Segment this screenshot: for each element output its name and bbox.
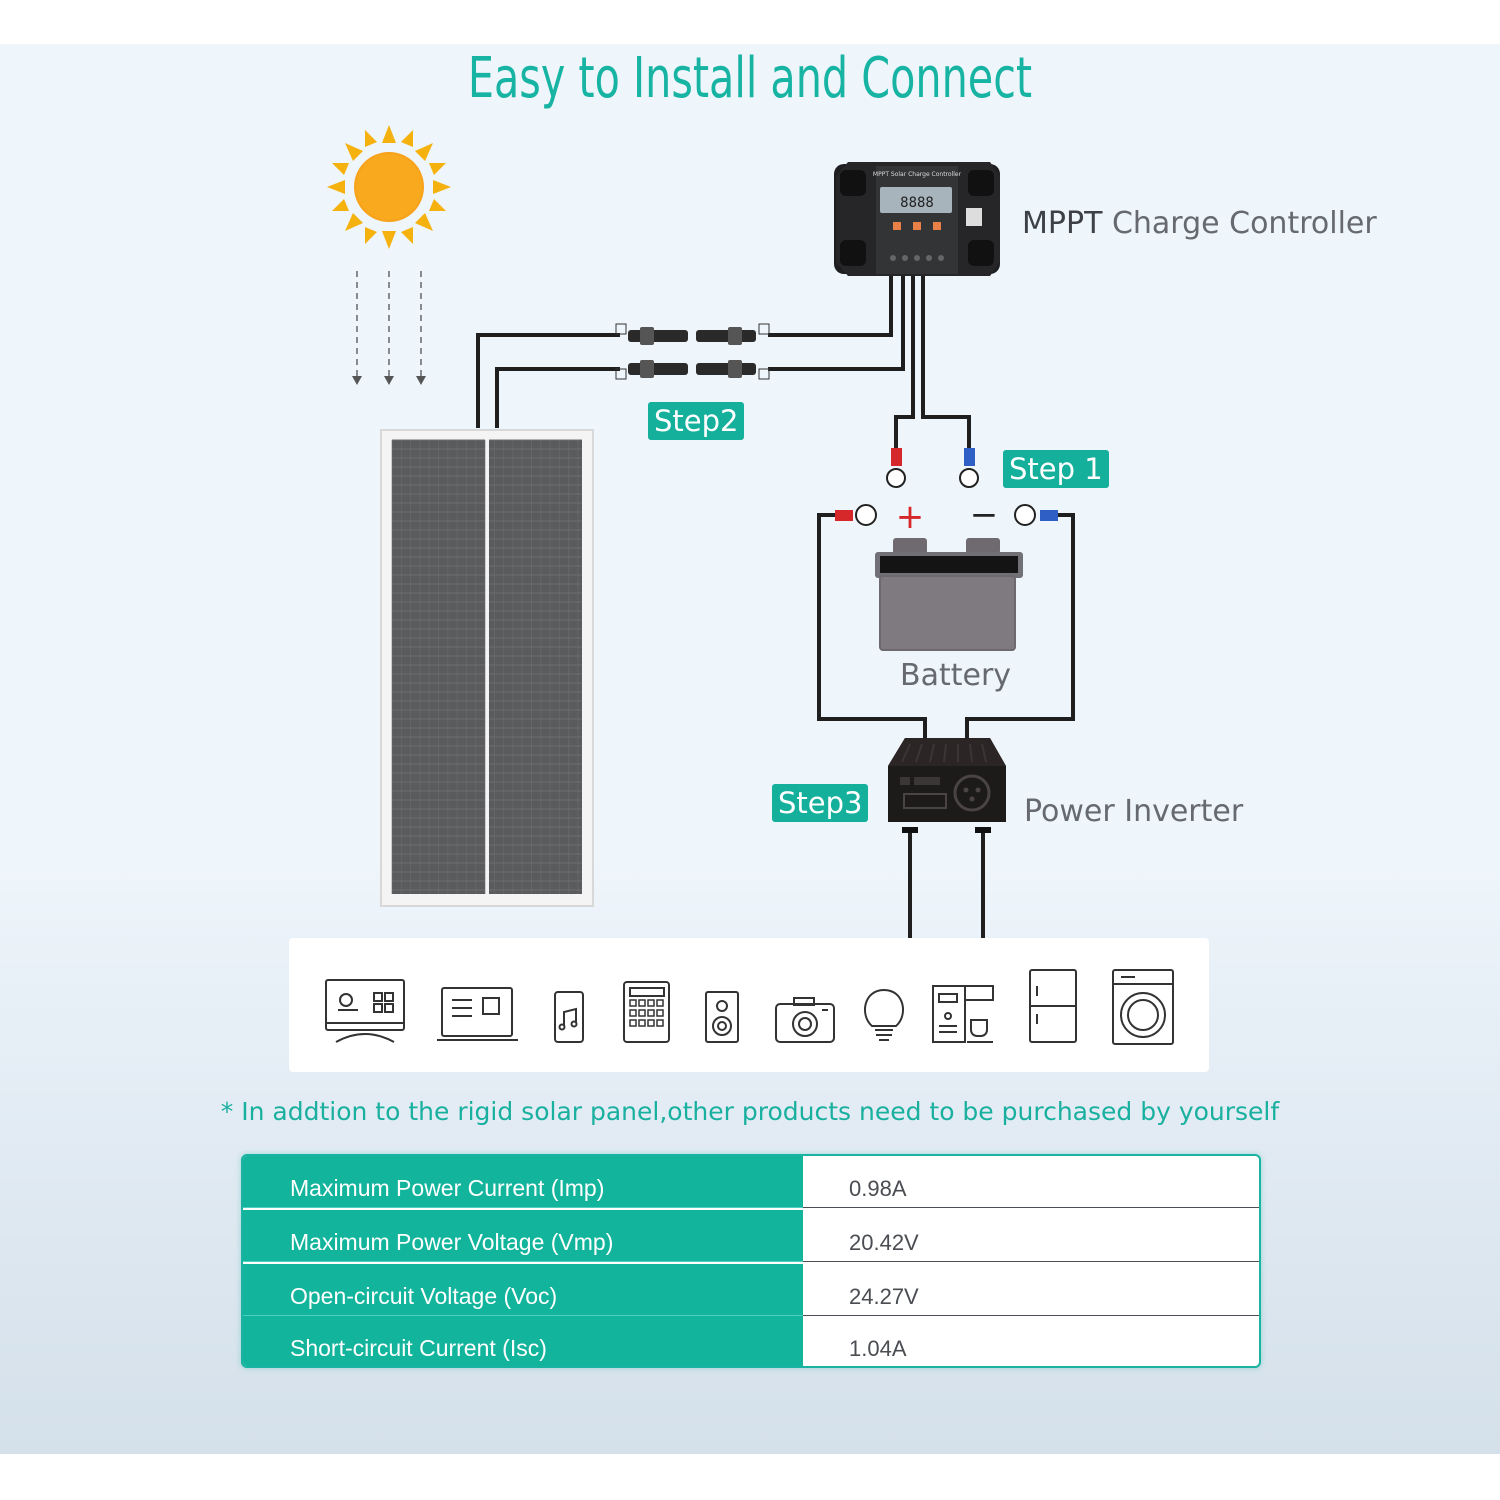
panel-wires	[476, 276, 971, 448]
coffee-machine-icon	[932, 985, 994, 1043]
controller-label: MPPT Charge Controller	[1022, 206, 1377, 241]
solar-panel	[380, 429, 594, 907]
spec-label: Maximum Power Voltage (Vmp)	[243, 1210, 803, 1262]
phone-music-icon	[554, 991, 584, 1043]
spec-value: 0.98A	[849, 1176, 907, 1201]
spec-row: Maximum Power Current (Imp) 0.98A	[243, 1156, 1259, 1208]
spec-row: Short-circuit Current (Isc) 1.04A	[243, 1316, 1259, 1366]
calculator-icon	[623, 981, 670, 1043]
battery-label: Battery	[900, 658, 1012, 693]
spec-table: Maximum Power Current (Imp) 0.98A Maximu…	[241, 1154, 1261, 1368]
controller-battery-terminals	[886, 448, 979, 488]
light-bulb-icon	[863, 988, 905, 1041]
charge-controller: MPPT Solar Charge Controller 8888	[834, 162, 1000, 276]
step3-badge: Step3	[772, 784, 869, 822]
sunlight-arrows	[356, 271, 422, 376]
minus-sign: −	[970, 495, 999, 535]
spec-label: Maximum Power Current (Imp)	[243, 1156, 803, 1208]
spec-value: 24.27V	[849, 1284, 919, 1309]
spec-row: Open-circuit Voltage (Voc) 24.27V	[243, 1264, 1259, 1316]
step1-badge: Step 1	[1003, 450, 1109, 488]
tv-icon	[325, 979, 405, 1043]
battery-terminals	[835, 504, 1058, 526]
step2-badge: Step2	[648, 402, 745, 440]
spec-row: Maximum Power Voltage (Vmp) 20.42V	[243, 1210, 1259, 1262]
diagram-canvas: Easy to Install and Connect	[0, 44, 1500, 1454]
power-inverter-icon	[888, 738, 1006, 833]
appliance-strip	[289, 938, 1209, 1072]
refrigerator-icon	[1029, 969, 1077, 1043]
plus-sign: +	[896, 497, 925, 537]
spec-label: Open-circuit Voltage (Voc)	[243, 1264, 803, 1316]
wiring-diagram: MPPT Solar Charge Controller 8888	[327, 125, 1075, 938]
speaker-icon	[705, 991, 739, 1043]
purchase-note: * In addtion to the rigid solar panel,ot…	[220, 1097, 1280, 1126]
spec-value: 1.04A	[849, 1336, 907, 1361]
sun-icon	[327, 125, 451, 249]
controller-screen-text: 8888	[900, 195, 934, 211]
mc4-connectors	[615, 323, 770, 380]
inverter-label: Power Inverter	[1024, 794, 1244, 829]
camera-icon	[775, 997, 835, 1043]
spec-value: 20.42V	[849, 1230, 919, 1255]
washing-machine-icon	[1112, 969, 1174, 1045]
spec-label: Short-circuit Current (Isc)	[243, 1316, 803, 1366]
controller-device-text: MPPT Solar Charge Controller	[873, 171, 962, 178]
battery-icon	[875, 538, 1023, 651]
laptop-icon	[437, 987, 518, 1041]
battery-inverter-wires	[817, 513, 1075, 938]
page-title: Easy to Install and Connect	[467, 46, 1033, 111]
